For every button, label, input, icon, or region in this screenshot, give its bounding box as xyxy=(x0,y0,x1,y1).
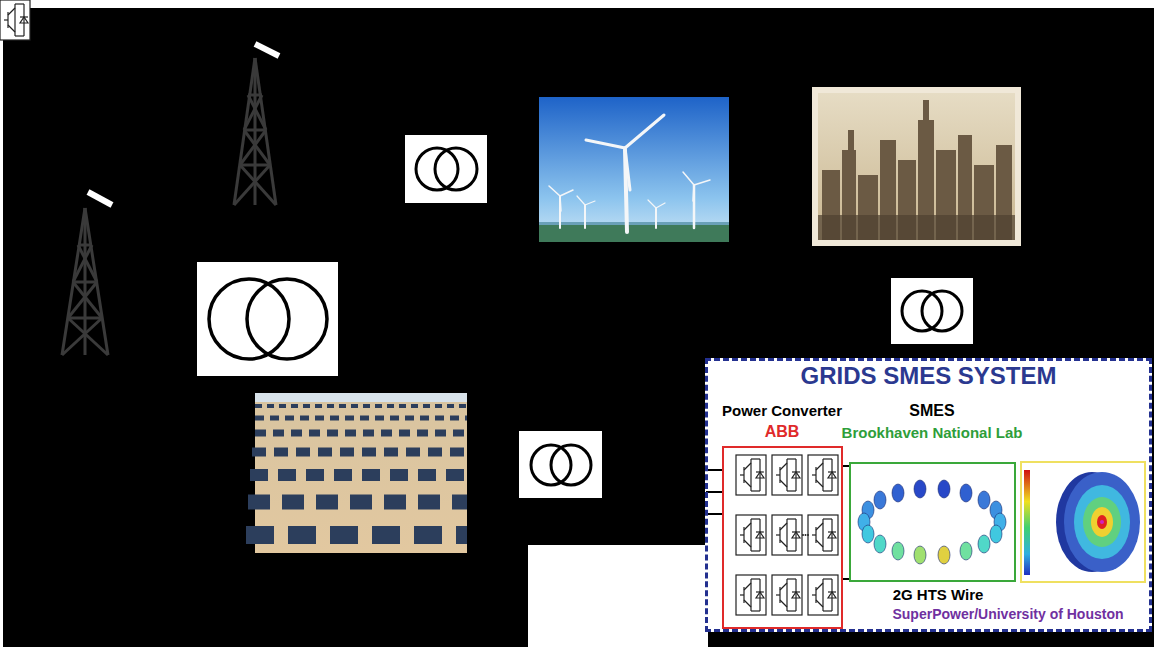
converter-block: Power ConverterABB xyxy=(712,400,852,636)
system-box: GRIDS SMES SYSTEM Power ConverterABB SMES B… xyxy=(705,358,1152,632)
block-subheading: ABB xyxy=(712,423,852,441)
field-plot xyxy=(1024,470,1140,575)
wind-farm-photo xyxy=(539,97,729,242)
block-subheading: SuperPower/University of Houston xyxy=(868,606,1148,622)
smes-toroid xyxy=(858,480,1006,564)
city-photo xyxy=(812,87,1021,246)
transformer-symbol xyxy=(197,262,338,376)
block-outline xyxy=(722,446,843,629)
block-heading: 2G HTS Wire xyxy=(868,586,1008,603)
block-outline xyxy=(1020,461,1146,583)
solar-field-photo xyxy=(246,393,467,553)
block-outline xyxy=(849,462,1016,582)
transformer-symbol xyxy=(405,135,487,203)
block-subheading: Brookhaven National Lab xyxy=(830,424,1034,441)
igbt-array xyxy=(0,0,30,40)
transformer-symbol xyxy=(891,278,973,344)
smes-block: SMES Brookhaven National Lab xyxy=(830,400,1034,582)
block-heading: SMES xyxy=(830,402,1034,420)
transformer-symbol xyxy=(519,431,602,498)
wire-block: 2G HTS WireSuperPower/University of Hous… xyxy=(866,461,1148,629)
block-heading: GRIDS SMES SYSTEM xyxy=(705,362,1152,390)
block-heading: Power Converter xyxy=(712,402,852,419)
